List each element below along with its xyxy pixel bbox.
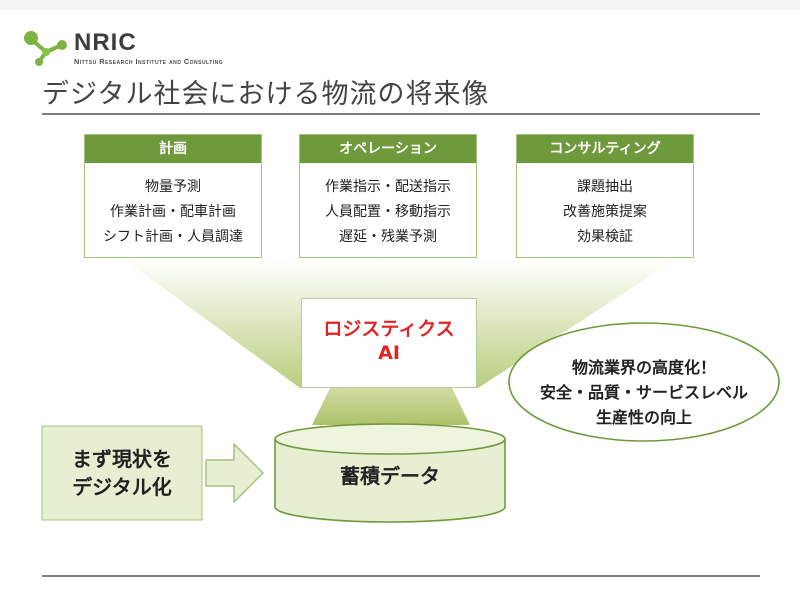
footer-divider — [42, 575, 760, 577]
category-operation: オペレーション 作業指示・配送指示 人員配置・移動指示 遅延・残業予測 — [299, 134, 477, 258]
top-strip — [0, 0, 800, 10]
database-icon — [274, 423, 506, 523]
list-item: 人員配置・移動指示 — [325, 204, 451, 220]
list-item: 課題抽出 — [577, 179, 633, 195]
list-item: 効果検証 — [577, 229, 633, 245]
list-item: 改善施策提案 — [563, 204, 647, 220]
nric-logo-icon — [24, 31, 67, 66]
digitize-line2: デジタル化 — [72, 475, 172, 499]
category-operation-header: オペレーション — [300, 135, 476, 163]
title-divider — [42, 113, 760, 115]
category-plan-header: 計画 — [85, 135, 261, 163]
right-arrow-icon — [205, 443, 264, 503]
list-item: シフト計画・人員調達 — [103, 229, 243, 245]
database-label: 蓄積データ — [340, 464, 440, 488]
category-plan: 計画 物量予測 作業計画・配車計画 シフト計画・人員調達 — [84, 134, 262, 258]
callout-text: 物流業界の高度化！ 安全・品質・サービスレベル 生産性の向上 — [510, 355, 778, 430]
digitize-block — [41, 425, 203, 521]
digitize-label: まず現状を デジタル化 — [42, 426, 202, 520]
category-consulting-header: コンサルティング — [517, 135, 693, 163]
list-item: 物量予測 — [145, 179, 201, 195]
digitize-line1: まず現状を — [72, 447, 172, 471]
list-item: 作業計画・配車計画 — [110, 204, 236, 220]
category-operation-list: 作業指示・配送指示 人員配置・移動指示 遅延・残業予測 — [300, 163, 476, 250]
logistics-ai-box: ロジスティクス AI — [301, 298, 477, 388]
ai-label-line2: AI — [378, 342, 400, 364]
page-title: デジタル社会における物流の将来像 — [42, 79, 490, 110]
list-item: 作業指示・配送指示 — [325, 179, 451, 195]
list-item: 遅延・残業予測 — [339, 229, 437, 245]
ai-to-data-cone — [312, 388, 470, 425]
category-consulting: コンサルティング 課題抽出 改善施策提案 効果検証 — [516, 134, 694, 258]
brand-name: NRIC — [74, 29, 137, 56]
callout-line3: 生産性の向上 — [595, 408, 692, 427]
callout-line2: 安全・品質・サービスレベル — [539, 383, 748, 402]
category-consulting-list: 課題抽出 改善施策提案 効果検証 — [517, 163, 693, 250]
category-plan-list: 物量予測 作業計画・配車計画 シフト計画・人員調達 — [85, 163, 261, 250]
callout-line1: 物流業界の高度化！ — [571, 358, 716, 377]
brand-subtitle: Nittsu Research Institute and Consulting — [74, 57, 224, 66]
callout-ellipse — [508, 322, 780, 442]
ai-label-line1: ロジスティクス — [323, 318, 455, 340]
